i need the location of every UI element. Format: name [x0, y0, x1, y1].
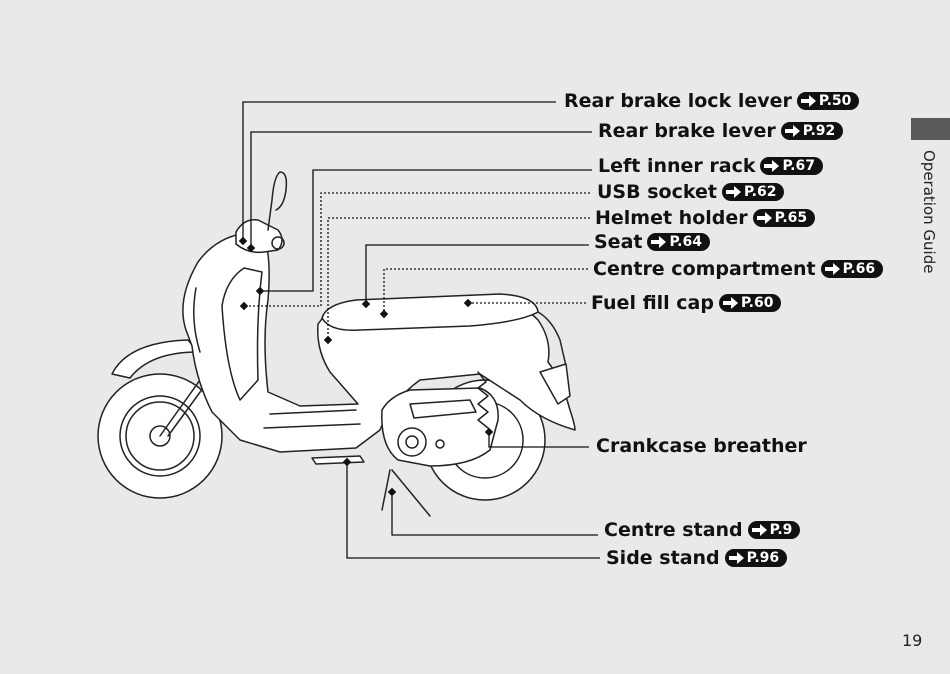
section-tab-marker	[911, 118, 950, 140]
page-ref-link[interactable]: P.60	[718, 294, 782, 312]
leader-left-inner-rack	[260, 169, 592, 292]
page-ref-label: P.62	[743, 184, 777, 200]
page-ref-link[interactable]: P.96	[724, 549, 788, 567]
front-fender	[111, 339, 199, 379]
arrow-right-icon	[800, 94, 817, 108]
leader-centre-compartment	[383, 268, 588, 314]
callout-rear-brake-lever: Rear brake lever P.92	[598, 120, 844, 142]
callout-seat: Seat P.64	[594, 231, 710, 253]
page-ref-link[interactable]: P.92	[780, 122, 844, 140]
page-ref-label: P.66	[842, 261, 876, 277]
leader-rear-brake-lock-lever	[242, 101, 556, 241]
arrow-right-icon	[756, 211, 773, 225]
callout-label: Helmet holder	[595, 207, 748, 229]
page-ref-label: P.92	[802, 123, 836, 139]
callout-fuel-fill-cap: Fuel fill cap P.60	[591, 292, 782, 314]
page-ref-link[interactable]: P.9	[747, 521, 801, 539]
leader-rear-brake-lever	[250, 131, 592, 248]
page-ref-link[interactable]: P.67	[760, 157, 823, 175]
callout-usb-socket: USB socket P.62	[597, 181, 785, 203]
front-fork	[159, 379, 207, 437]
arrow-right-icon	[751, 523, 768, 537]
callout-helmet-holder: Helmet holder P.65	[595, 207, 816, 229]
section-label: Operation Guide	[920, 150, 938, 274]
arrow-right-icon	[650, 235, 667, 249]
leader-centre-stand	[391, 492, 598, 536]
leader-markers	[238, 236, 494, 497]
page-ref-label: P.96	[746, 550, 780, 566]
page-ref-label: P.64	[669, 234, 702, 250]
page-ref-label: P.9	[769, 522, 793, 538]
callout-rear-brake-lock-lever: Rear brake lock lever P.50	[564, 90, 860, 112]
callout-side-stand: Side stand P.96	[606, 547, 788, 569]
leader-seat	[365, 244, 589, 304]
callout-centre-stand: Centre stand P.9	[604, 519, 801, 541]
callout-label: Fuel fill cap	[591, 292, 714, 314]
page-ref-link[interactable]: P.66	[820, 260, 884, 278]
arrow-right-icon	[763, 159, 780, 173]
callout-label: USB socket	[597, 181, 717, 203]
callout-label: Seat	[594, 231, 643, 253]
page-ref-label: P.65	[774, 210, 808, 226]
arrow-right-icon	[784, 124, 801, 138]
page-number: 19	[902, 631, 923, 650]
leader-lines	[242, 101, 600, 559]
callout-crankcase-breather: Crankcase breather	[596, 435, 807, 457]
engine-unit	[381, 387, 499, 467]
callout-centre-compartment: Centre compartment P.66	[593, 258, 884, 280]
callout-label: Centre stand	[604, 519, 743, 541]
callout-label: Centre compartment	[593, 258, 816, 280]
page-ref-label: P.67	[782, 158, 815, 174]
arrow-right-icon	[728, 551, 745, 565]
page-ref-link[interactable]: P.50	[796, 92, 860, 110]
arrow-right-icon	[824, 262, 841, 276]
page-ref-label: P.60	[740, 295, 774, 311]
callout-label: Rear brake lever	[598, 120, 776, 142]
arrow-right-icon	[725, 185, 742, 199]
callout-label: Rear brake lock lever	[564, 90, 792, 112]
callout-left-inner-rack: Left inner rack P.67	[598, 155, 823, 177]
page-ref-label: P.50	[818, 93, 852, 109]
leader-crankcase-breather	[488, 432, 589, 448]
callout-label: Left inner rack	[598, 155, 756, 177]
page-ref-link[interactable]: P.62	[721, 183, 785, 201]
leader-helmet-holder	[327, 217, 590, 340]
page-ref-link[interactable]: P.65	[752, 209, 816, 227]
leader-side-stand	[346, 462, 600, 559]
arrow-right-icon	[722, 296, 739, 310]
callout-label: Crankcase breather	[596, 435, 807, 457]
callout-label: Side stand	[606, 547, 720, 569]
leader-usb-socket	[244, 192, 590, 307]
page-ref-link[interactable]: P.64	[647, 233, 710, 251]
